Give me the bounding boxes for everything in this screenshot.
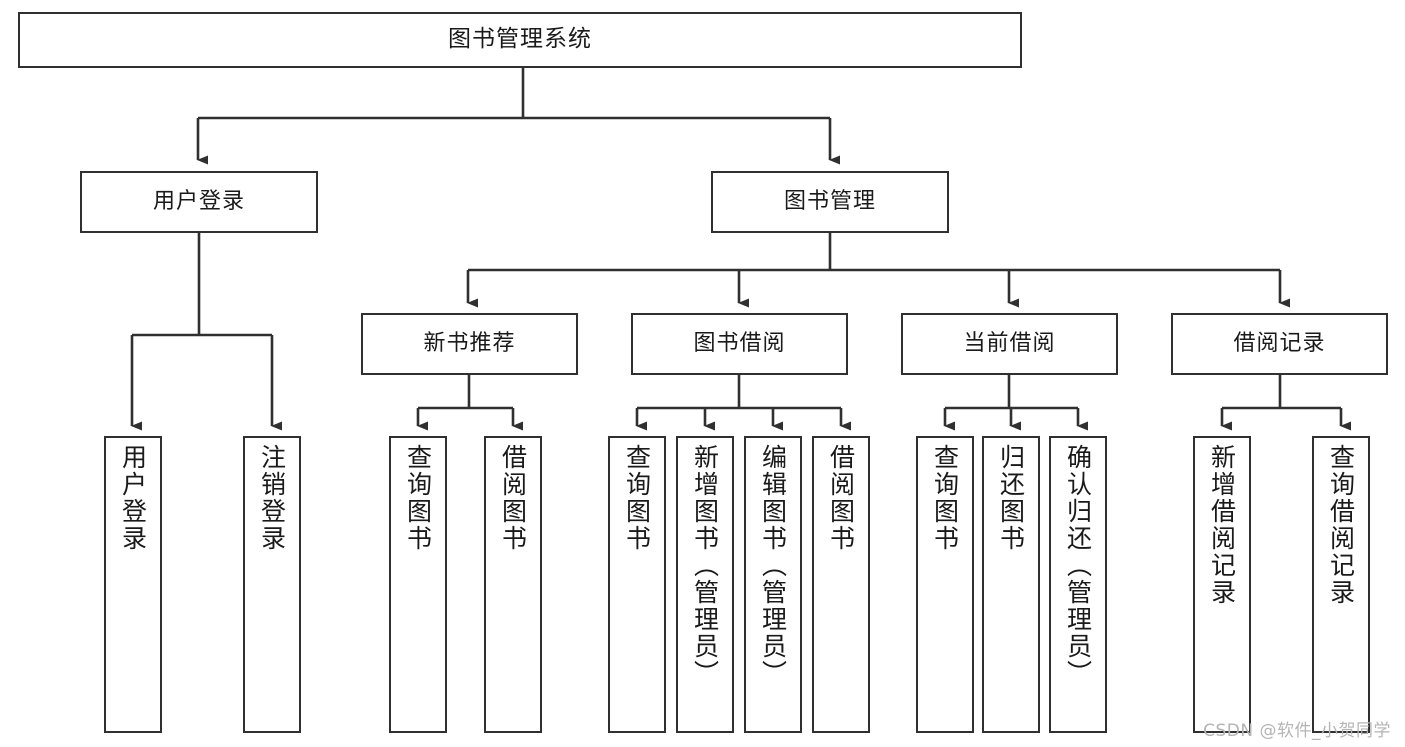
node-leaf-return-book[interactable]: 归还图书 bbox=[982, 436, 1040, 733]
node-user-login[interactable]: 用户登录 bbox=[80, 171, 318, 233]
node-root-system[interactable]: 图书管理系统 bbox=[18, 12, 1022, 68]
node-book-management[interactable]: 图书管理 bbox=[711, 171, 949, 233]
node-label: 查询图书 bbox=[930, 444, 960, 552]
node-leaf-add-borrow-record[interactable]: 新增借阅记录 bbox=[1193, 436, 1251, 733]
node-borrow-record[interactable]: 借阅记录 bbox=[1171, 313, 1388, 375]
node-label: 图书借阅 bbox=[693, 331, 786, 357]
node-label: 新书推荐 bbox=[423, 331, 516, 357]
node-label: 归还图书 bbox=[996, 444, 1026, 552]
node-label: 新增借阅记录 bbox=[1207, 444, 1237, 606]
node-label: 图书管理 bbox=[783, 189, 876, 215]
node-label: 查询借阅记录 bbox=[1326, 444, 1356, 606]
node-new-book-recommend[interactable]: 新书推荐 bbox=[361, 313, 578, 375]
node-leaf-confirm-return-admin[interactable]: 确认归还（管理员） bbox=[1049, 436, 1107, 733]
node-leaf-query-borrow-record[interactable]: 查询借阅记录 bbox=[1312, 436, 1370, 733]
node-current-borrow[interactable]: 当前借阅 bbox=[901, 313, 1118, 375]
node-leaf-query-book-current[interactable]: 查询图书 bbox=[916, 436, 974, 733]
node-label: 借阅记录 bbox=[1233, 331, 1326, 357]
node-label: 图书管理系统 bbox=[448, 26, 592, 53]
node-label: 当前借阅 bbox=[963, 331, 1056, 357]
node-leaf-query-book-recommend[interactable]: 查询图书 bbox=[389, 436, 447, 733]
node-leaf-user-login[interactable]: 用户登录 bbox=[104, 436, 162, 733]
node-label: 注销登录 bbox=[257, 444, 287, 552]
node-book-borrow[interactable]: 图书借阅 bbox=[631, 313, 848, 375]
node-label: 借阅图书 bbox=[826, 444, 856, 552]
node-label: 查询图书 bbox=[403, 444, 433, 552]
node-leaf-edit-book-admin[interactable]: 编辑图书（管理员） bbox=[744, 436, 802, 733]
node-leaf-add-book-admin[interactable]: 新增图书（管理员） bbox=[676, 436, 734, 733]
node-label: 确认归还（管理员） bbox=[1063, 444, 1093, 687]
node-leaf-query-book-borrow[interactable]: 查询图书 bbox=[608, 436, 666, 733]
node-label: 新增图书（管理员） bbox=[690, 444, 720, 687]
node-leaf-borrow-book-recommend[interactable]: 借阅图书 bbox=[484, 436, 542, 733]
node-leaf-borrow-book[interactable]: 借阅图书 bbox=[812, 436, 870, 733]
node-label: 用户登录 bbox=[152, 189, 245, 215]
node-leaf-logout[interactable]: 注销登录 bbox=[243, 436, 301, 733]
node-label: 编辑图书（管理员） bbox=[758, 444, 788, 687]
node-label: 查询图书 bbox=[622, 444, 652, 552]
node-label: 用户登录 bbox=[118, 444, 148, 552]
node-label: 借阅图书 bbox=[498, 444, 528, 552]
